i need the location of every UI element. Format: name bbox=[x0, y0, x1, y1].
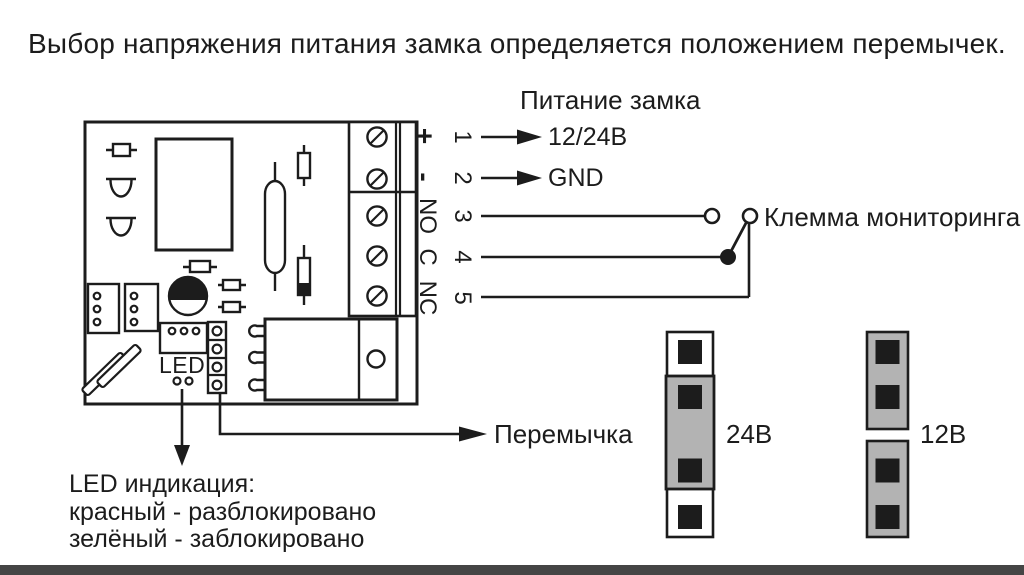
terminal-label-c: C bbox=[414, 248, 442, 266]
capacitor-d-shape-icon bbox=[106, 177, 136, 237]
resistor-vertical-icon bbox=[296, 145, 312, 186]
relay-outline bbox=[154, 137, 234, 252]
wire-annotation-gnd: GND bbox=[548, 164, 604, 192]
led-legend-red: красный - разблокировано bbox=[69, 498, 377, 526]
jumper-setting-24v bbox=[664, 330, 716, 539]
diagonal-strips-icon bbox=[81, 343, 142, 397]
terminal-block bbox=[347, 120, 418, 318]
bottom-bar bbox=[0, 565, 1024, 575]
page-title: Выбор напряжения питания замка определяе… bbox=[28, 28, 1006, 59]
terminal-number-2: 2 bbox=[449, 171, 477, 185]
resistor-horizontal-icon bbox=[183, 259, 246, 314]
jumper-setting-12v bbox=[865, 330, 910, 539]
pcb-led-silkscreen: LED bbox=[159, 352, 206, 378]
jumper-callout-label: Перемычка bbox=[494, 419, 633, 449]
arrow-down-icon bbox=[174, 445, 190, 466]
connector-pads-icon bbox=[86, 282, 160, 335]
monitoring-terminal-label: Клемма мониторинга bbox=[764, 202, 1021, 232]
wire-lines bbox=[481, 129, 759, 299]
arrow-right-icon bbox=[517, 170, 542, 186]
relay-bottom-icon bbox=[248, 317, 399, 402]
jumper-24v-label: 24В bbox=[726, 419, 773, 449]
terminal-label-no: NO bbox=[414, 198, 442, 234]
terminal-number-1: 1 bbox=[449, 130, 477, 144]
pcb-board bbox=[81, 120, 419, 406]
terminal-label-minus: - bbox=[409, 172, 441, 182]
switch-contact-nc bbox=[741, 207, 759, 225]
trimmer-half-circle-icon bbox=[167, 275, 209, 317]
jumper-pin-header bbox=[206, 320, 228, 395]
terminal-label-nc: NC bbox=[414, 280, 442, 316]
wire-annotation-voltage: 12/24В bbox=[548, 123, 628, 151]
led-callout-line bbox=[174, 389, 190, 466]
jumper-callout-line bbox=[218, 393, 487, 442]
jumper-12v-label: 12В bbox=[920, 419, 967, 449]
led-legend-green: зелёный - заблокировано bbox=[69, 525, 365, 553]
terminal-number-3: 3 bbox=[449, 209, 477, 223]
capacitor-capsule-icon bbox=[263, 162, 287, 291]
arrow-right-icon bbox=[517, 129, 542, 145]
terminal-number-4: 4 bbox=[449, 250, 477, 264]
switch-common-dot bbox=[720, 249, 736, 265]
terminal-number-5: 5 bbox=[449, 291, 477, 305]
arrow-right-icon bbox=[459, 426, 487, 442]
resistor-horizontal-icon bbox=[106, 142, 137, 158]
power-heading: Питание замка bbox=[520, 85, 701, 115]
diode-icon bbox=[296, 245, 312, 305]
switch-contact-no bbox=[703, 207, 721, 225]
led-legend-heading: LED индикация: bbox=[69, 470, 256, 498]
terminal-label-plus: + bbox=[409, 127, 441, 145]
screw-terminal bbox=[366, 126, 388, 307]
